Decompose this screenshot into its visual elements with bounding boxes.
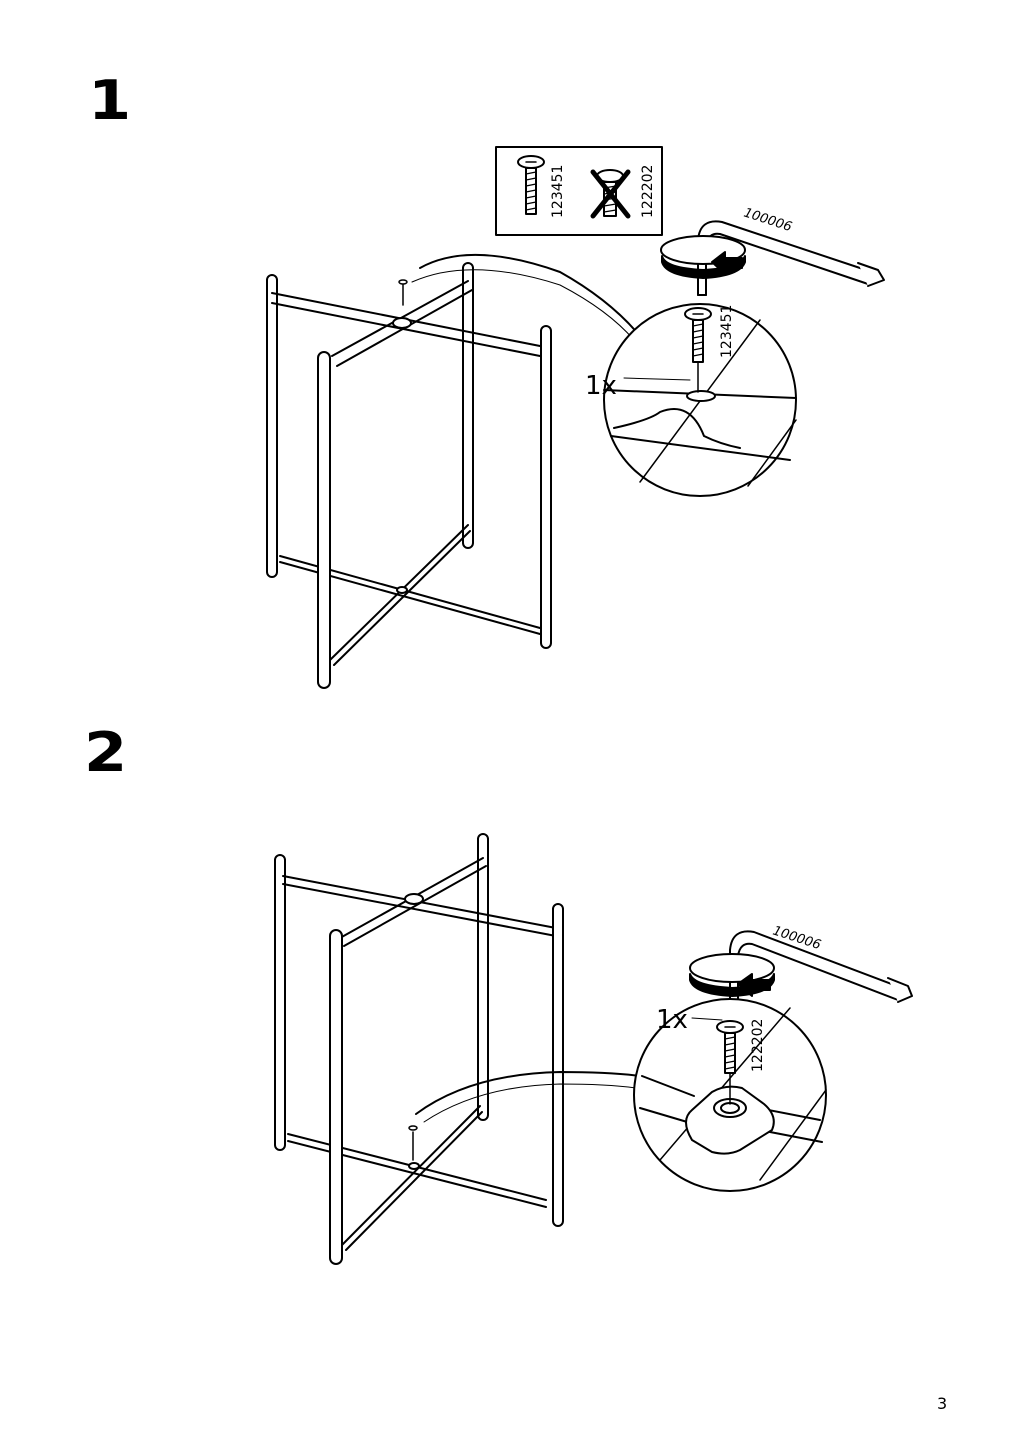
step-1-detail-callout bbox=[411, 253, 797, 497]
screw-icon bbox=[716, 1020, 744, 1105]
rotate-arrow-icon bbox=[689, 953, 775, 997]
crossed-screw-icon bbox=[590, 169, 631, 219]
screw-icon bbox=[517, 155, 545, 215]
step-2-frame bbox=[274, 833, 564, 1265]
step-2-quantity: 1x bbox=[656, 1005, 688, 1035]
step-1-detail-part-number: 123451 bbox=[719, 305, 735, 358]
step-2-detail-part-number: 122202 bbox=[750, 1019, 766, 1072]
rotate-arrow-icon bbox=[660, 235, 746, 279]
step-2-detail-callout bbox=[415, 998, 827, 1192]
step-1-frame bbox=[266, 262, 552, 689]
legend-allowed-part-number: 123451 bbox=[550, 165, 566, 218]
step-1-quantity: 1x bbox=[585, 371, 617, 401]
step-2-number: 2 bbox=[84, 721, 128, 784]
legend-not-allowed-part-number: 122202 bbox=[640, 165, 656, 218]
screw-icon bbox=[684, 307, 712, 393]
page-number: 3 bbox=[937, 1394, 948, 1413]
step-1-number: 1 bbox=[88, 69, 132, 132]
hardware-legend bbox=[495, 146, 663, 236]
